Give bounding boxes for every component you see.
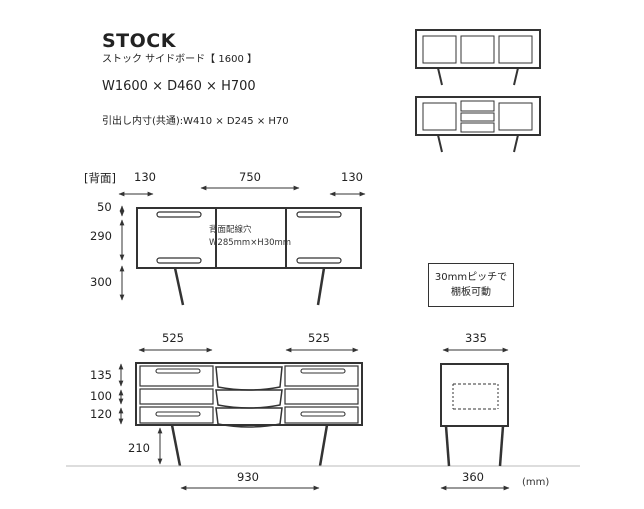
side-depth: 335 — [465, 331, 487, 345]
wiring-hole-size: W285mm×H30mm — [209, 238, 292, 248]
product-subtitle: ストック サイドボード【 1600 】 — [102, 54, 257, 65]
back-height-body: 290 — [90, 229, 112, 243]
shelf-note: 30mmピッチで 棚板可動 — [428, 263, 514, 307]
back-height-legs: 300 — [90, 275, 112, 289]
front-height-mid-drawer: 100 — [90, 389, 112, 403]
back-width-right: 130 — [341, 170, 363, 184]
front-leg-span: 930 — [237, 470, 259, 484]
drawer-dimensions: 引出し内寸(共通):W410 × D245 × H70 — [102, 116, 289, 127]
front-leg-height: 210 — [128, 441, 150, 455]
thumbnail-closed — [415, 29, 541, 86]
back-width-left: 130 — [134, 170, 156, 184]
side-dimensions — [440, 347, 510, 491]
back-view-label: [背面] — [84, 171, 116, 185]
back-height-top: 50 — [97, 200, 112, 214]
front-width-right: 525 — [308, 331, 330, 345]
thumbnail-open — [415, 96, 541, 153]
back-dimensions — [118, 185, 366, 301]
wiring-hole-label: 背面配線穴 — [209, 225, 252, 235]
front-width-left: 525 — [162, 331, 184, 345]
front-height-bottom-drawer: 120 — [90, 407, 112, 421]
front-height-top-drawer: 135 — [90, 368, 112, 382]
side-leg-span: 360 — [462, 470, 484, 484]
front-dimensions — [118, 347, 359, 491]
side-view — [440, 363, 509, 467]
product-title: STOCK — [102, 30, 176, 52]
shelf-note-line2: 棚板可動 — [451, 287, 491, 298]
product-dimensions: W1600 × D460 × H700 — [102, 79, 256, 94]
front-view — [135, 362, 363, 467]
back-view — [136, 207, 362, 306]
shelf-note-line1: 30mmピッチで — [434, 271, 508, 283]
unit-label: (mm) — [522, 477, 550, 488]
back-width-center: 750 — [239, 170, 261, 184]
